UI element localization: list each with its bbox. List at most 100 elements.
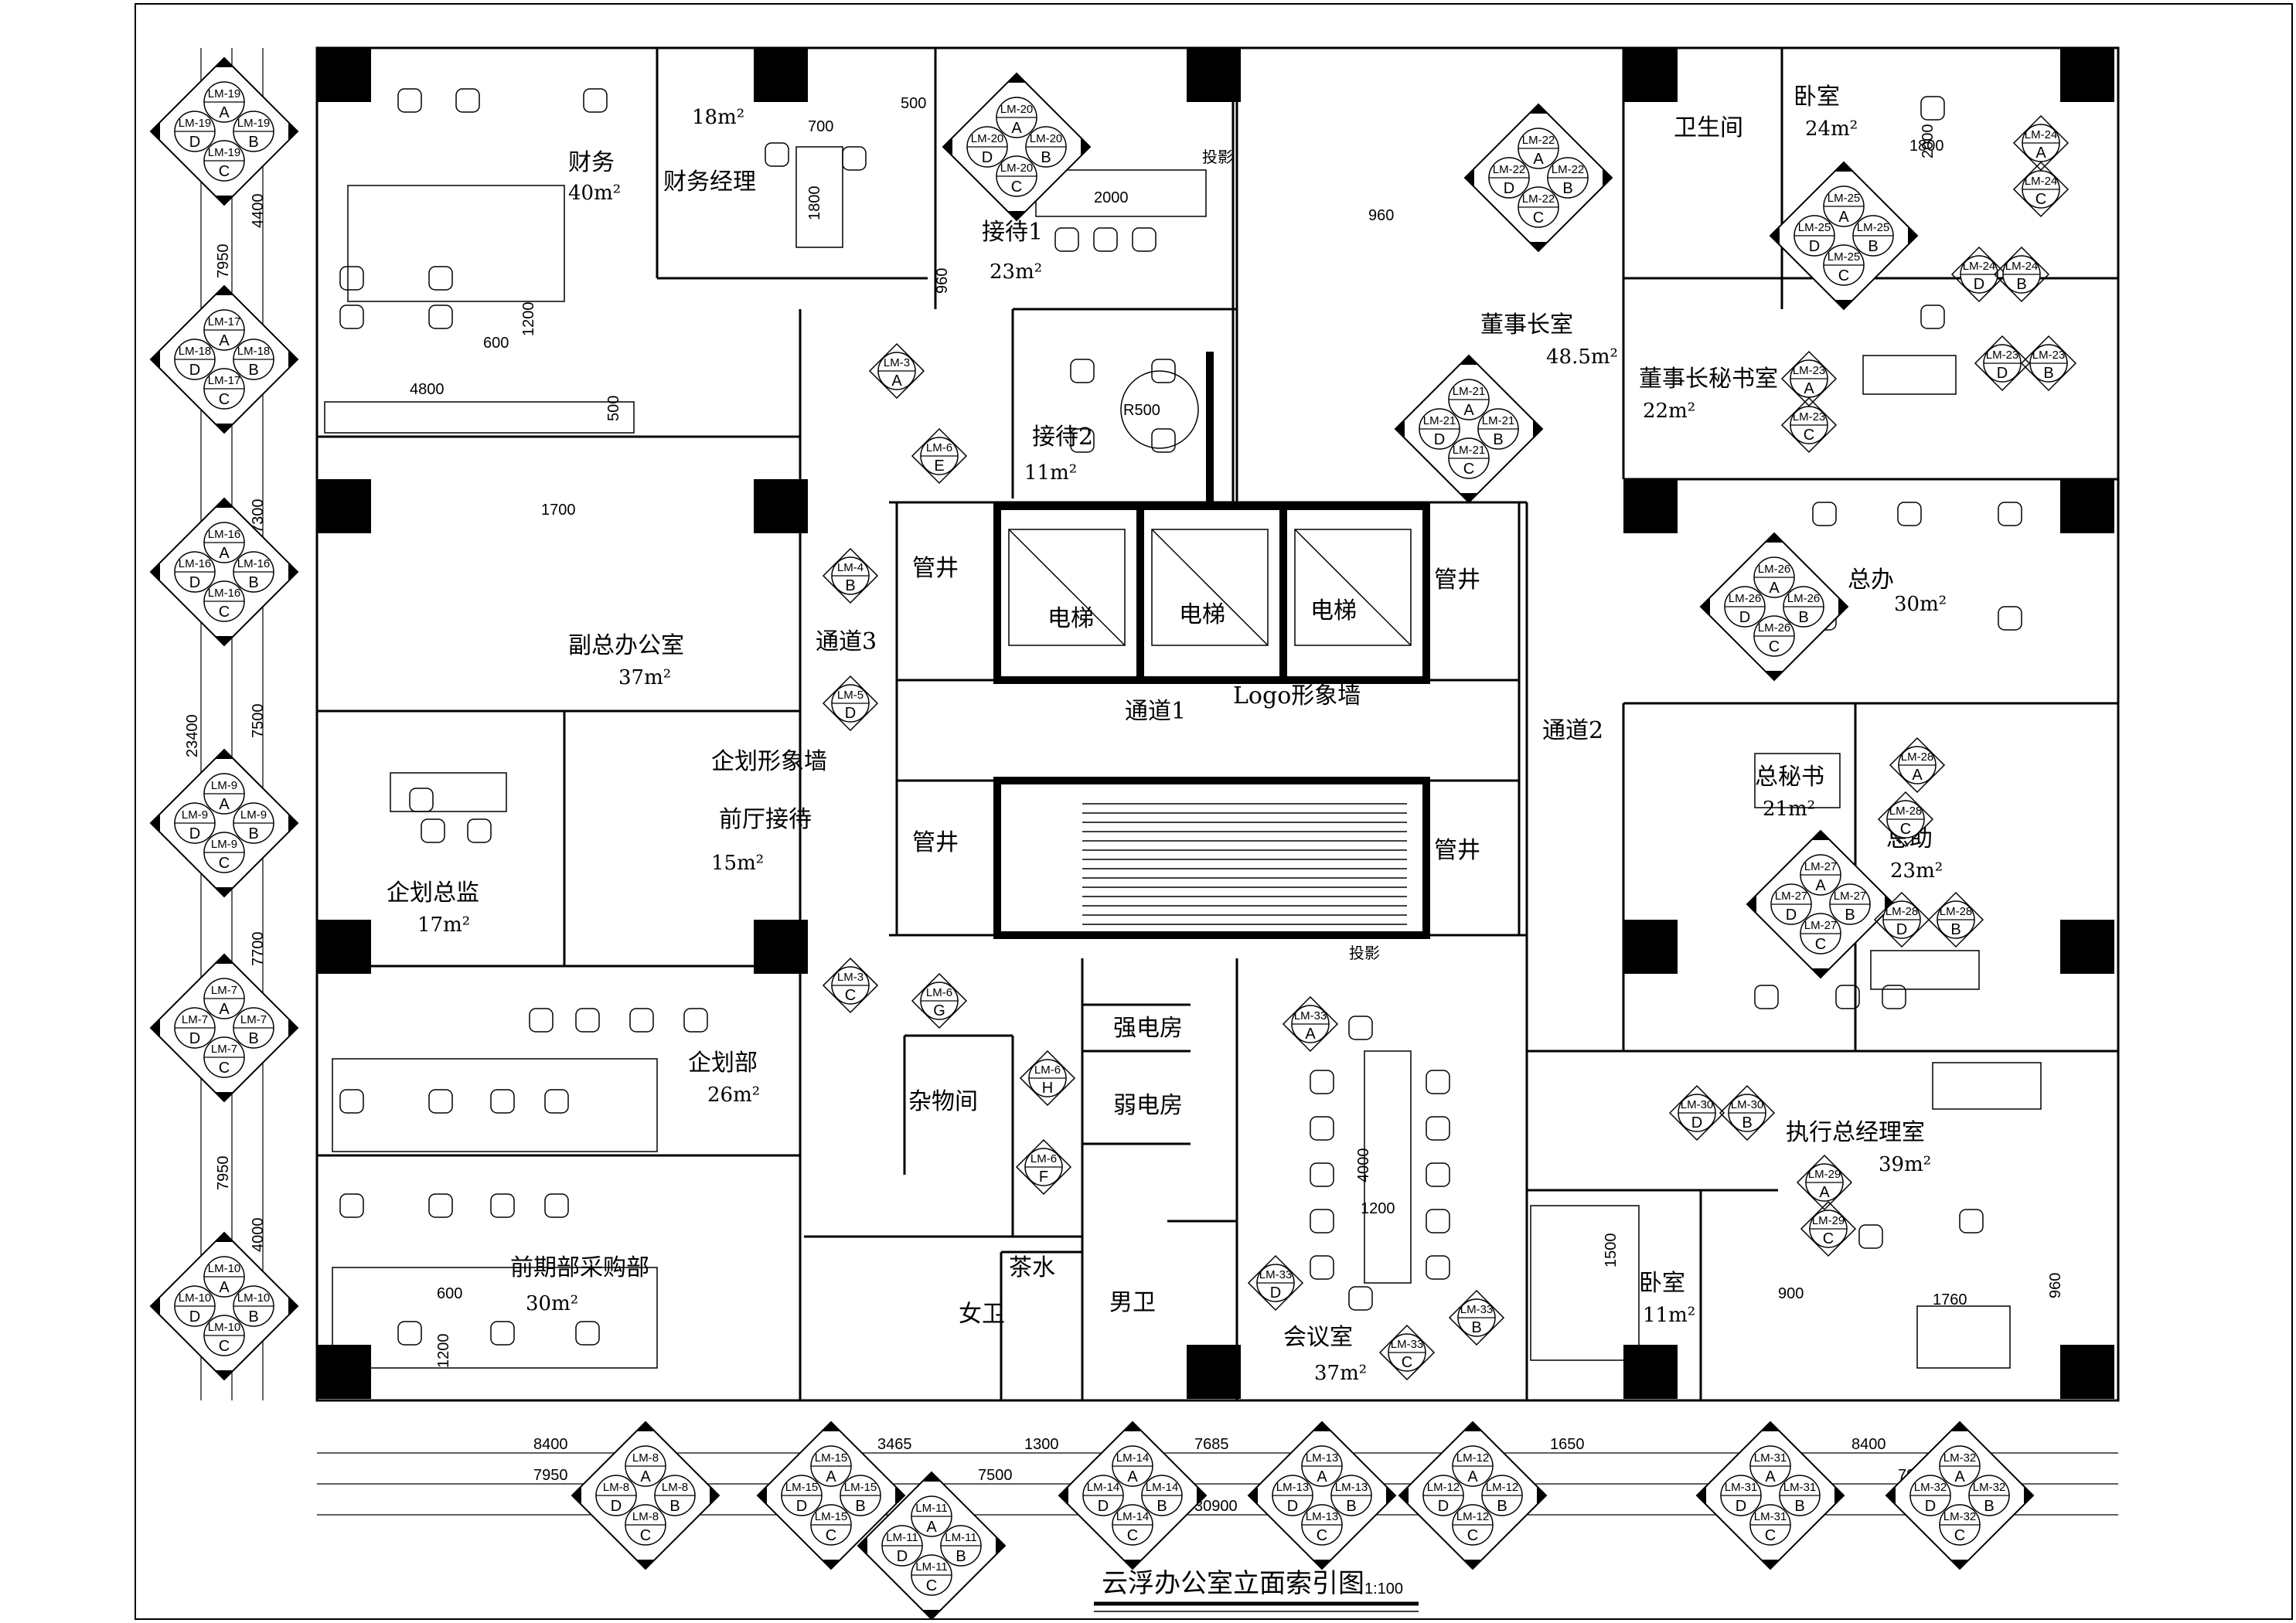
marker-id-a: LM-11 [915,1502,947,1515]
logo-wall-label: Logo形象墙 [1233,682,1361,709]
marker-arrow-top [1463,1422,1482,1431]
room-finance-manager-area: 18m² [692,106,744,129]
marker-id-a: LM-27 [1804,860,1838,873]
marker-arrow-bottom [822,1560,840,1569]
marker-arrow-right [1603,168,1612,187]
single-marker-letter: C [1402,1354,1412,1371]
single-marker-letter: B [1742,1114,1752,1131]
marker-arrow-left [858,1536,867,1555]
chair [1426,1070,1450,1094]
dim-top-1: 8400 [533,1436,568,1453]
marker-arrow-left [572,1486,581,1505]
single-marker-letter: A [1804,380,1814,397]
marker-id-a: LM-8 [632,1451,659,1465]
marker-diamond [1769,161,1919,311]
chair [428,266,453,291]
single-marker-id: LM-28 [1886,905,1919,918]
column [754,48,808,102]
marker-id-b: LM-8 [662,1481,688,1494]
chair [1920,96,1945,121]
marker-arrow-bottom [1460,493,1478,502]
marker-arrow-right [288,814,298,832]
marker-id-b: LM-18 [237,345,271,358]
single-marker-lm-30: LM-30D [1668,1084,1725,1142]
single-marker-diamond [868,342,925,400]
interior-walls [317,48,2118,1400]
marker-diamond [1746,829,1896,979]
single-marker-diamond [1282,995,1339,1053]
room-male-wc-name: 男卫 [1109,1289,1156,1316]
single-marker-letter: D [1997,365,2008,382]
marker-letter-d: D [897,1548,908,1565]
column [1187,48,1241,102]
marker-letter-a: A [1815,877,1826,894]
marker-letter-c: C [1765,1527,1776,1544]
marker-arrow-bottom [1765,671,1783,680]
dim-left-3: 7300 [250,499,267,534]
marker-arrow-bottom [215,887,233,897]
marker-id-c: LM-26 [1758,621,1791,635]
chair [529,1008,554,1033]
marker-arrow-top [215,1233,233,1242]
marker-letter-a: A [1467,1468,1478,1485]
marker-arrow-top [215,750,233,759]
single-marker-letter: C [2035,191,2046,208]
column [2060,1345,2114,1399]
room-bedroom2-area: 11m² [1643,1304,1695,1327]
marker-arrow-top [1761,1422,1780,1431]
marker-arrow-bottom [1761,1560,1780,1569]
marker-letter-d: D [1438,1498,1449,1515]
marker-arrow-right [2024,1486,2033,1505]
marker-id-b: LM-19 [237,117,271,130]
marker-id-c: LM-15 [815,1510,848,1523]
marker-letter-b: B [1497,1498,1507,1515]
marker-letter-b: B [1845,907,1855,924]
single-marker-lm-3: LM-3C [822,957,879,1014]
dim-f-5: 1700 [541,502,576,519]
marker-id-c: LM-32 [1943,1510,1977,1523]
room-chairman-area: 48.5m² [1546,345,1618,369]
single-marker-lm-28: LM-28C [1877,791,1934,848]
marker-id-a: LM-32 [1943,1451,1977,1465]
marker-letter-b: B [1346,1498,1356,1515]
marker-id-b: LM-13 [1335,1481,1368,1494]
marker-id-a: LM-22 [1522,134,1555,147]
marker-letter-a: A [926,1519,937,1536]
marker-id-d: LM-16 [179,557,212,570]
marker-letter-c: C [219,855,230,872]
room-reception1-area: 23m² [990,260,1042,284]
single-marker-lm-24: LM-24C [2012,161,2069,218]
single-marker-id: LM-23 [2032,349,2066,362]
marker-arrow-left [151,350,160,369]
marker-id-c: LM-16 [208,587,241,600]
chair [490,1321,515,1346]
projection-label-1: 投影 [1349,944,1380,962]
column [1623,920,1678,974]
marker-letter-a: A [1954,1468,1965,1485]
shaft-label-2: 管井 [1434,567,1480,594]
core-labels: 通道3 通道1 通道2 Logo形象墙 企划形象墙 管井 管井 管井 管井 电梯… [711,148,1603,962]
single-marker-id: LM-24 [1963,260,1996,273]
marker-arrow-bottom [1463,1560,1482,1569]
single-marker-letter: A [1305,1026,1316,1043]
marker-letter-d: D [1504,180,1514,197]
marker-id-a: LM-26 [1758,563,1791,576]
marker-diamond [149,748,299,898]
chair [683,1008,708,1033]
chair [1426,1209,1450,1233]
marker-letter-d: D [1739,609,1750,626]
single-marker-lm-29: LM-29A [1796,1154,1853,1211]
chair [1348,1016,1373,1040]
single-marker-letter: D [1691,1114,1702,1131]
single-marker-id: LM-29 [1808,1168,1841,1181]
marker-id-d: LM-14 [1087,1481,1120,1494]
single-marker-lm-33: LM-33B [1448,1289,1505,1346]
marker-letter-b: B [1984,1498,1994,1515]
single-marker-letter: D [1974,276,1984,293]
column [1623,1345,1678,1399]
marker-letter-a: A [1127,1468,1138,1485]
marker-id-b: LM-16 [237,557,271,570]
